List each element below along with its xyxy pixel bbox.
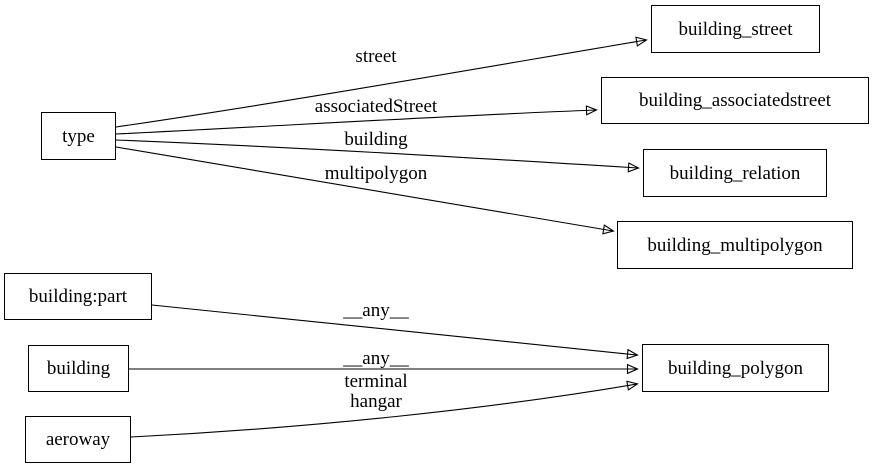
node-building-part: building:part [4,273,152,320]
node-building-multipolygon: building_multipolygon [617,221,853,269]
edge-label-terminal-hangar: terminal hangar [344,371,408,412]
edge-label-associatedstreet: associatedStreet [314,96,438,117]
edge-type-to-building-multipolygon [115,146,613,231]
edge-label-building: building [344,129,408,150]
node-building: building [28,345,129,392]
edge-label-any-building: __any__ [343,348,409,369]
node-building-associatedstreet: building_associatedstreet [601,77,869,124]
edge-label-street: street [355,46,397,67]
edge-label-multipolygon: multipolygon [324,163,428,184]
edge-aeroway-to-building-polygon [130,384,637,438]
node-building-polygon: building_polygon [642,344,829,392]
edge-type-to-building-street [115,40,646,128]
node-building-street: building_street [651,5,820,53]
edge-type-to-building-relation [115,139,638,168]
edge-building-part-to-building-polygon [151,304,637,355]
node-type: type [41,112,116,160]
node-aeroway: aeroway [25,416,131,463]
edge-type-to-building-associatedstreet [115,110,596,135]
edge-label-any-building-part: __any__ [343,300,409,321]
node-building-relation: building_relation [643,149,827,197]
